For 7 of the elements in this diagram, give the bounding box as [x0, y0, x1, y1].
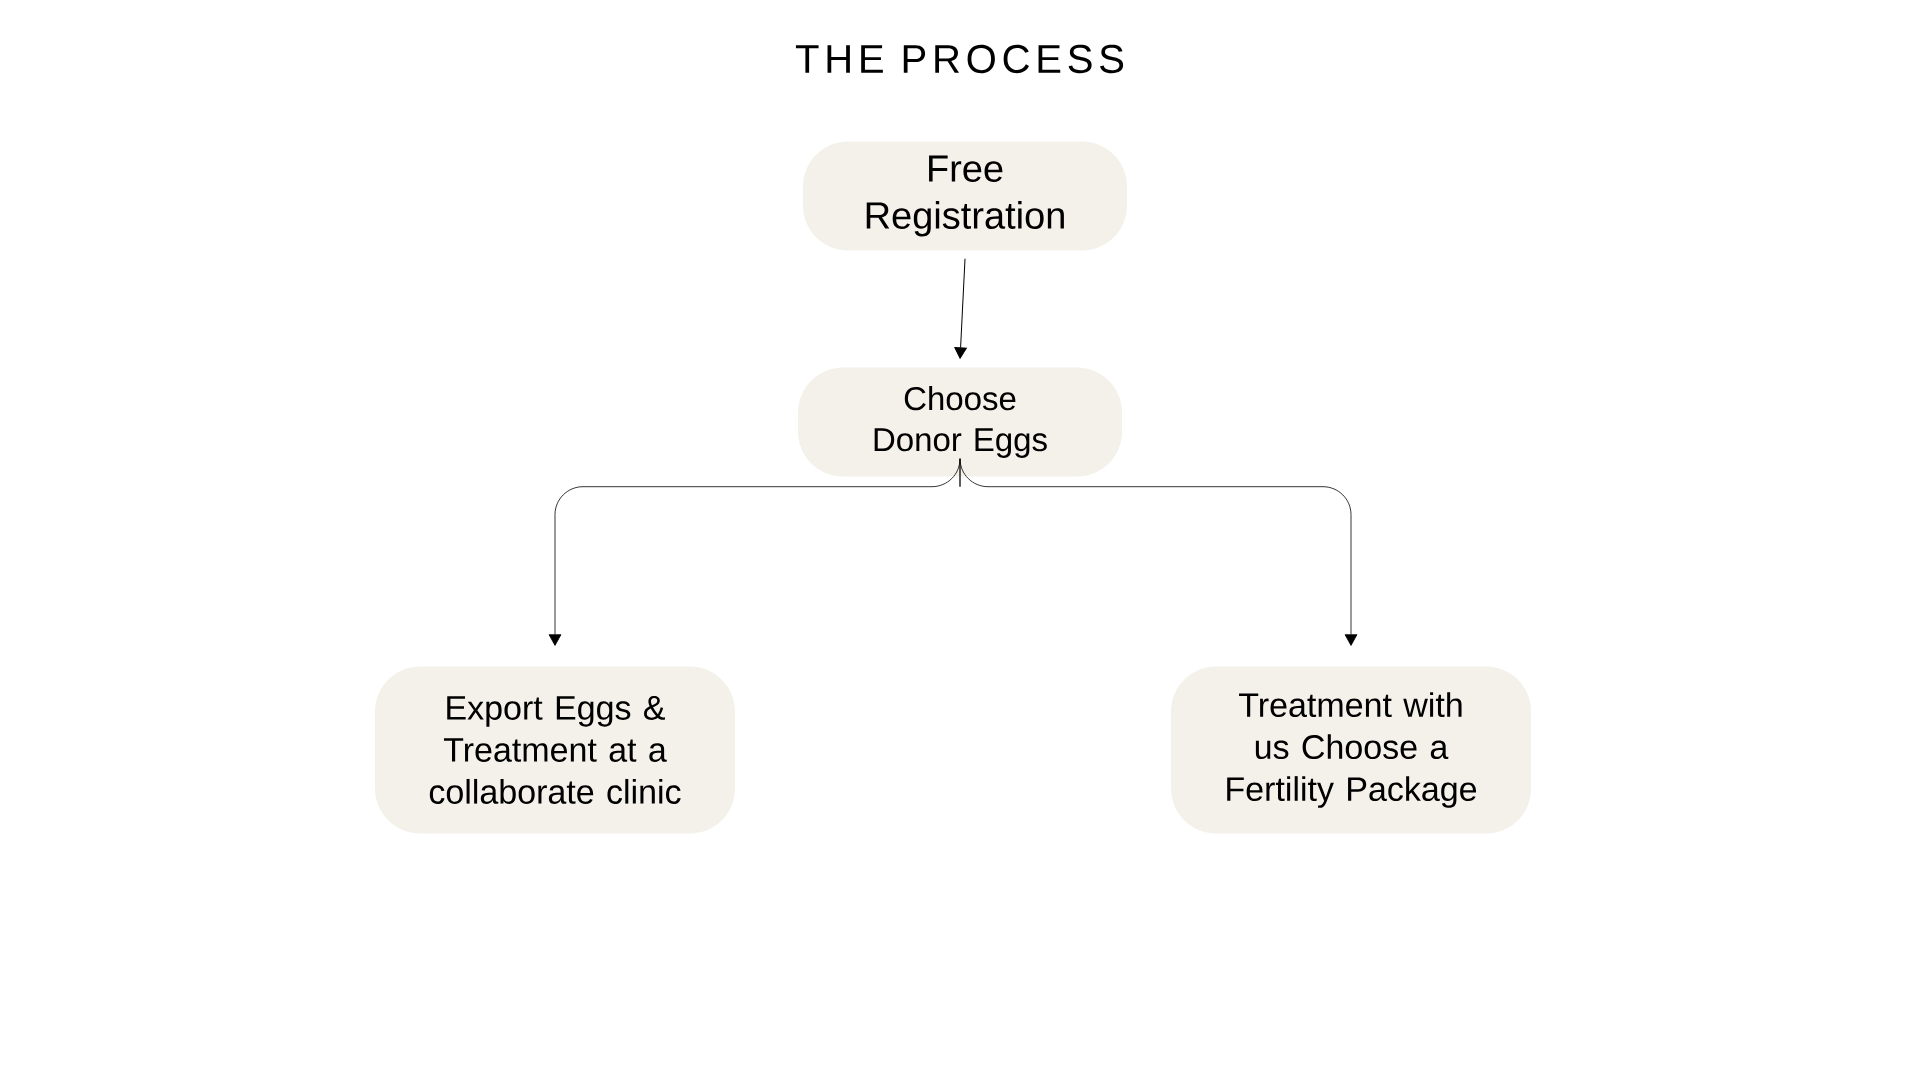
arrow [954, 258, 967, 359]
process-box: Treatment with us Choose a Fertility Package [1171, 666, 1531, 834]
process-box: Free Registration [803, 141, 1127, 251]
process-box: Choose Donor Eggs [798, 367, 1122, 477]
process-box: Export Eggs & Treatment at a collaborate clinic [375, 666, 735, 834]
arrow [959, 458, 1358, 646]
title: THE PROCESS [795, 44, 1124, 74]
